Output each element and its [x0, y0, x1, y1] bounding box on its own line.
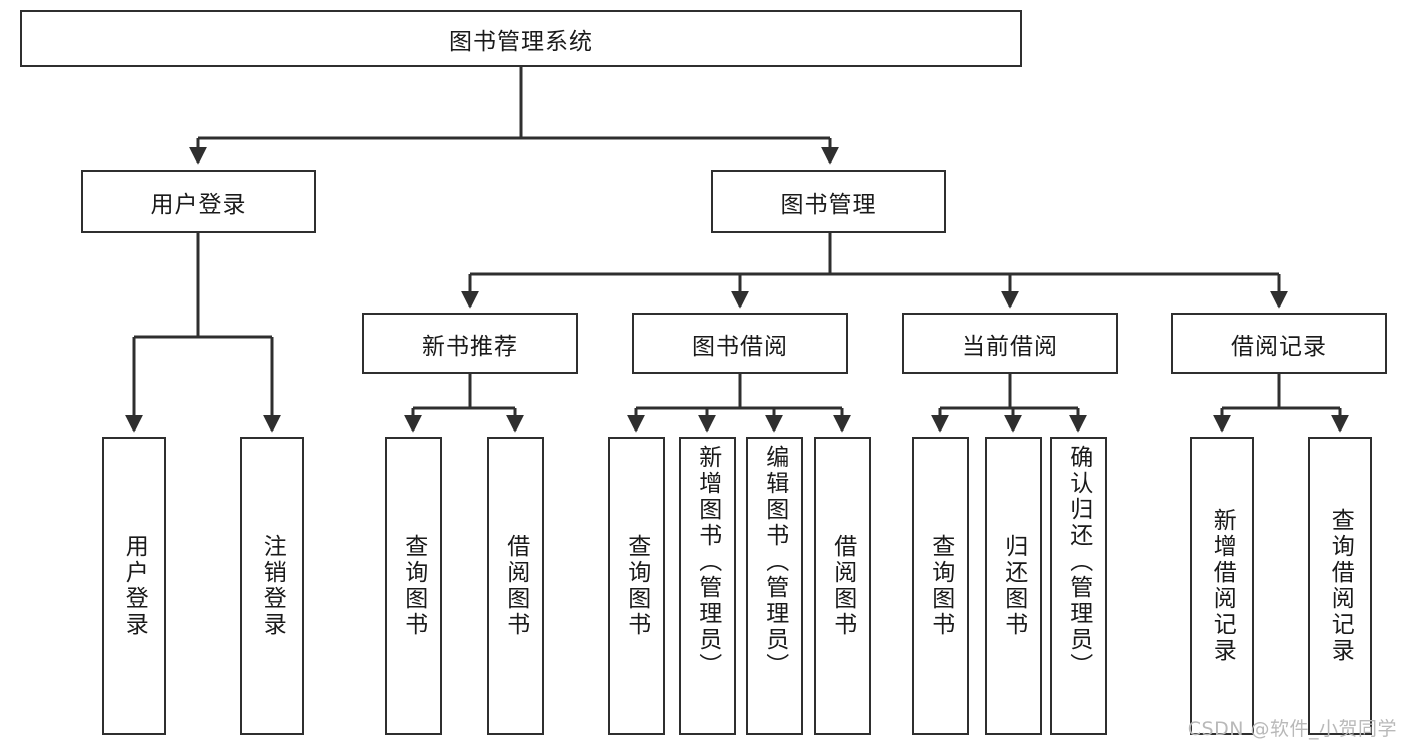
leaf-node[interactable]: 用户登录 — [102, 437, 166, 735]
leaf-label: 借阅图书 — [829, 534, 856, 638]
leaf-label: 用户登录 — [121, 534, 148, 638]
leaf-node[interactable]: 查询图书 — [385, 437, 442, 735]
node-label: 借阅记录 — [1231, 333, 1327, 360]
node-label: 图书管理 — [780, 191, 877, 218]
node-label: 用户登录 — [150, 191, 247, 218]
leaf-node[interactable]: 查询图书 — [912, 437, 969, 735]
leaf-node[interactable]: 新增借阅记录 — [1190, 437, 1254, 735]
watermark-text: CSDN @软件_小贺同学 — [1187, 718, 1397, 740]
node-label: 图书借阅 — [692, 333, 788, 360]
leaf-label: 编辑图书（管理员） — [761, 445, 788, 679]
node-label: 新书推荐 — [422, 333, 518, 360]
node-book-borrow[interactable]: 图书借阅 — [632, 313, 848, 374]
node-root[interactable]: 图书管理系统 — [20, 10, 1022, 67]
node-label: 当前借阅 — [962, 333, 1058, 360]
leaf-node[interactable]: 确认归还（管理员） — [1050, 437, 1107, 735]
node-root-label: 图书管理系统 — [449, 28, 593, 55]
leaf-node[interactable]: 借阅图书 — [814, 437, 871, 735]
leaf-label: 归还图书 — [1000, 534, 1027, 638]
leaf-node[interactable]: 注销登录 — [240, 437, 304, 735]
node-new-book-recommend[interactable]: 新书推荐 — [362, 313, 578, 374]
node-borrow-record[interactable]: 借阅记录 — [1171, 313, 1387, 374]
node-current-borrow[interactable]: 当前借阅 — [902, 313, 1118, 374]
leaf-label: 查询图书 — [927, 534, 954, 638]
leaf-label: 查询图书 — [623, 534, 650, 638]
leaf-label: 查询图书 — [400, 534, 427, 638]
leaf-label: 查询借阅记录 — [1327, 508, 1354, 664]
leaf-label: 确认归还（管理员） — [1065, 445, 1092, 679]
node-book-management-group[interactable]: 图书管理 — [711, 170, 946, 233]
node-user-login-group[interactable]: 用户登录 — [81, 170, 316, 233]
leaf-label: 新增借阅记录 — [1209, 508, 1236, 664]
leaf-node[interactable]: 编辑图书（管理员） — [746, 437, 803, 735]
leaf-node[interactable]: 借阅图书 — [487, 437, 544, 735]
leaf-label: 借阅图书 — [502, 534, 529, 638]
leaf-label: 新增图书（管理员） — [694, 445, 721, 679]
leaf-node[interactable]: 查询图书 — [608, 437, 665, 735]
leaf-node[interactable]: 查询借阅记录 — [1308, 437, 1372, 735]
leaf-node[interactable]: 归还图书 — [985, 437, 1042, 735]
leaf-node[interactable]: 新增图书（管理员） — [679, 437, 736, 735]
leaf-label: 注销登录 — [259, 534, 286, 638]
